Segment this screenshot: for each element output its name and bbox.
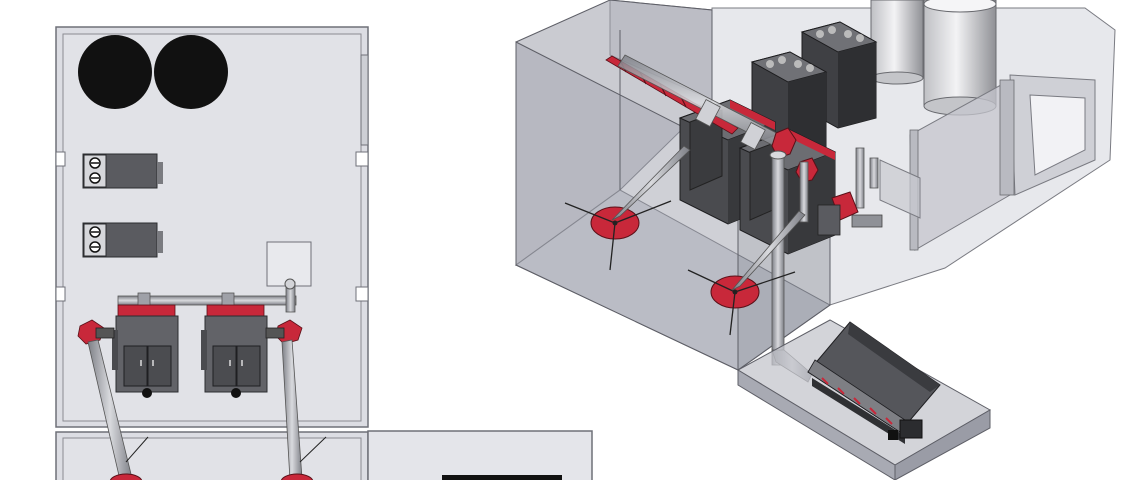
- plan-header-pipe: [117, 278, 297, 313]
- iso-control-cabinet-1: [800, 21, 878, 129]
- plan-auger-left: [87, 339, 149, 480]
- tank-top-view-2: [154, 35, 228, 109]
- iso-agitator-2: [687, 210, 806, 336]
- iso-feed-hopper: [807, 321, 941, 444]
- control-unit-1: [82, 153, 163, 189]
- plan-boiler-2: [201, 304, 268, 398]
- plan-boiler-1: [112, 304, 179, 398]
- plan-burner-right: [265, 319, 303, 345]
- iso-top-auger: [605, 54, 819, 183]
- isometric-view: [515, 0, 1116, 480]
- iso-side-pipes: [817, 147, 921, 236]
- iso-tank-1: [870, 0, 924, 85]
- control-unit-2: [82, 222, 163, 258]
- iso-tank-2: [923, 0, 997, 116]
- tank-top-view-1: [78, 35, 152, 109]
- plan-burner-left: [77, 319, 115, 345]
- iso-agitator-1: [564, 145, 691, 271]
- plan-view: [55, 26, 593, 480]
- plan-auger-right: [280, 339, 327, 480]
